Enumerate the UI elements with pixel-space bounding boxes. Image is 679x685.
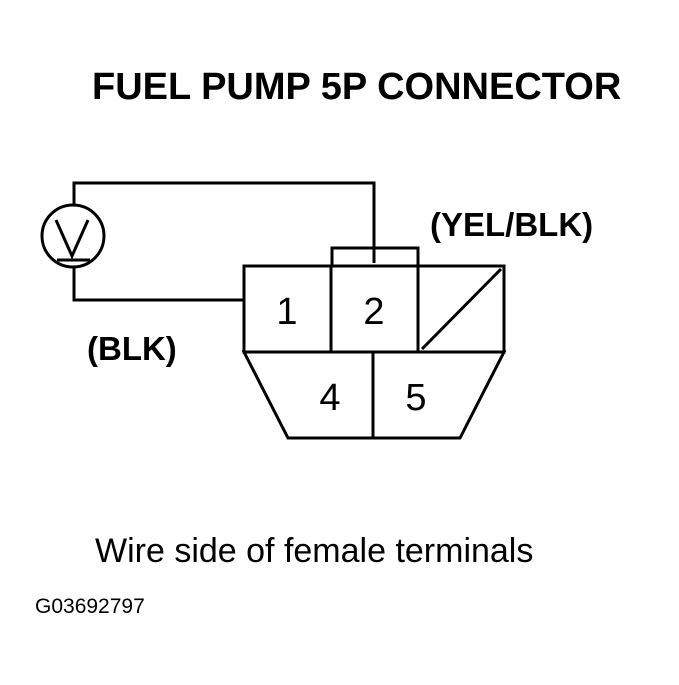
connector-body <box>241 246 507 440</box>
pin-1-label: 1 <box>276 291 297 333</box>
voltmeter-icon <box>40 203 106 269</box>
pin-2-label: 2 <box>363 291 384 333</box>
wire-color-blk: (BLK) <box>87 330 177 367</box>
diagram-title: FUEL PUMP 5P CONNECTOR <box>92 66 622 108</box>
figure-id: G03692797 <box>35 595 145 618</box>
wiring <box>72 181 376 302</box>
wire-to-pin-1 <box>72 264 244 302</box>
connector-lower-row <box>241 350 507 440</box>
pin-5-label: 5 <box>405 377 426 419</box>
wire-to-pin-2 <box>72 181 376 263</box>
wire-color-yel-blk: (YEL/BLK) <box>430 206 594 243</box>
caption: Wire side of female terminals <box>95 532 534 570</box>
pin-4-label: 4 <box>319 377 340 419</box>
empty-cavity-3 <box>420 267 503 351</box>
